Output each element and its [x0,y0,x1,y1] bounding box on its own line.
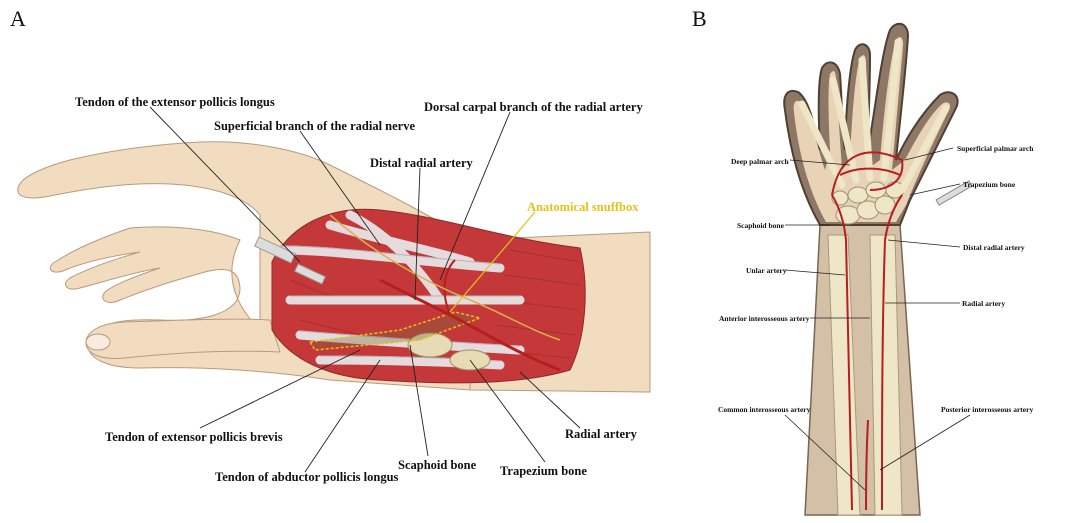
snuffbox-leader [449,211,536,313]
label-ulnar-artery: Unlar artery [746,266,787,275]
leader-lines-b [784,147,971,491]
carpal-bones [831,181,905,225]
label-distal-radial-artery: Distal radial artery [370,156,473,170]
label-distal-radial-artery-b: Distal radial artery [963,243,1025,252]
label-trapezium-bone: Trapezium bone [500,464,587,478]
retractor [254,236,326,285]
thumbnail [85,333,111,351]
panel-b-letter: B [692,6,707,31]
anatomical-snuffbox-outline [308,311,483,351]
label-superficial-branch-radial-nerve: Superficial branch of the radial nerve [214,119,416,133]
label-common-interosseous-artery: Common interosseous artery [718,405,811,414]
label-dorsal-carpal-branch: Dorsal carpal branch of the radial arter… [424,100,643,114]
forearm-arterial-illustration [783,22,973,516]
wrist-dissection-illustration [17,106,651,473]
dorsal-carpal-branch [443,259,456,316]
forearm-outline [804,224,921,516]
label-tendon-apl: Tendon of abductor pollicis longus [215,470,399,484]
panel-a-letter: A [10,6,26,31]
label-anatomical-snuffbox: Anatomical snuffbox [527,200,639,214]
superficial-radial-nerve [329,214,561,341]
label-radial-artery: Radial artery [565,427,637,441]
label-trapezium-bone-b: Trapezium bone [963,180,1016,189]
label-tendon-epl: Tendon of the extensor pollicis longus [75,95,275,109]
label-superficial-palmar-arch: Superficial palmar arch [957,144,1034,153]
arteries [831,151,904,511]
label-tendon-epb: Tendon of extensor pollicis brevis [105,430,283,444]
finger-bones [798,38,950,194]
catheter [935,180,973,206]
radial-artery [379,278,561,372]
leader-lines [149,106,581,473]
label-anterior-interosseous-artery: Anterior interosseous artery [719,314,810,323]
label-scaphoid-bone: Scaphoid bone [398,458,477,472]
scaphoid-bone [407,332,453,358]
label-deep-palmar-arch: Deep palmar arch [731,157,789,166]
panel-b: B [670,0,1080,523]
label-scaphoid-bone-b: Scaphoid bone [737,221,784,230]
panel-a: A [10,6,651,484]
label-radial-artery-b: Radial artery [962,299,1006,308]
label-posterior-interosseous-artery: Posterior interosseous artery [941,405,1034,414]
ulna-bone [827,234,861,516]
